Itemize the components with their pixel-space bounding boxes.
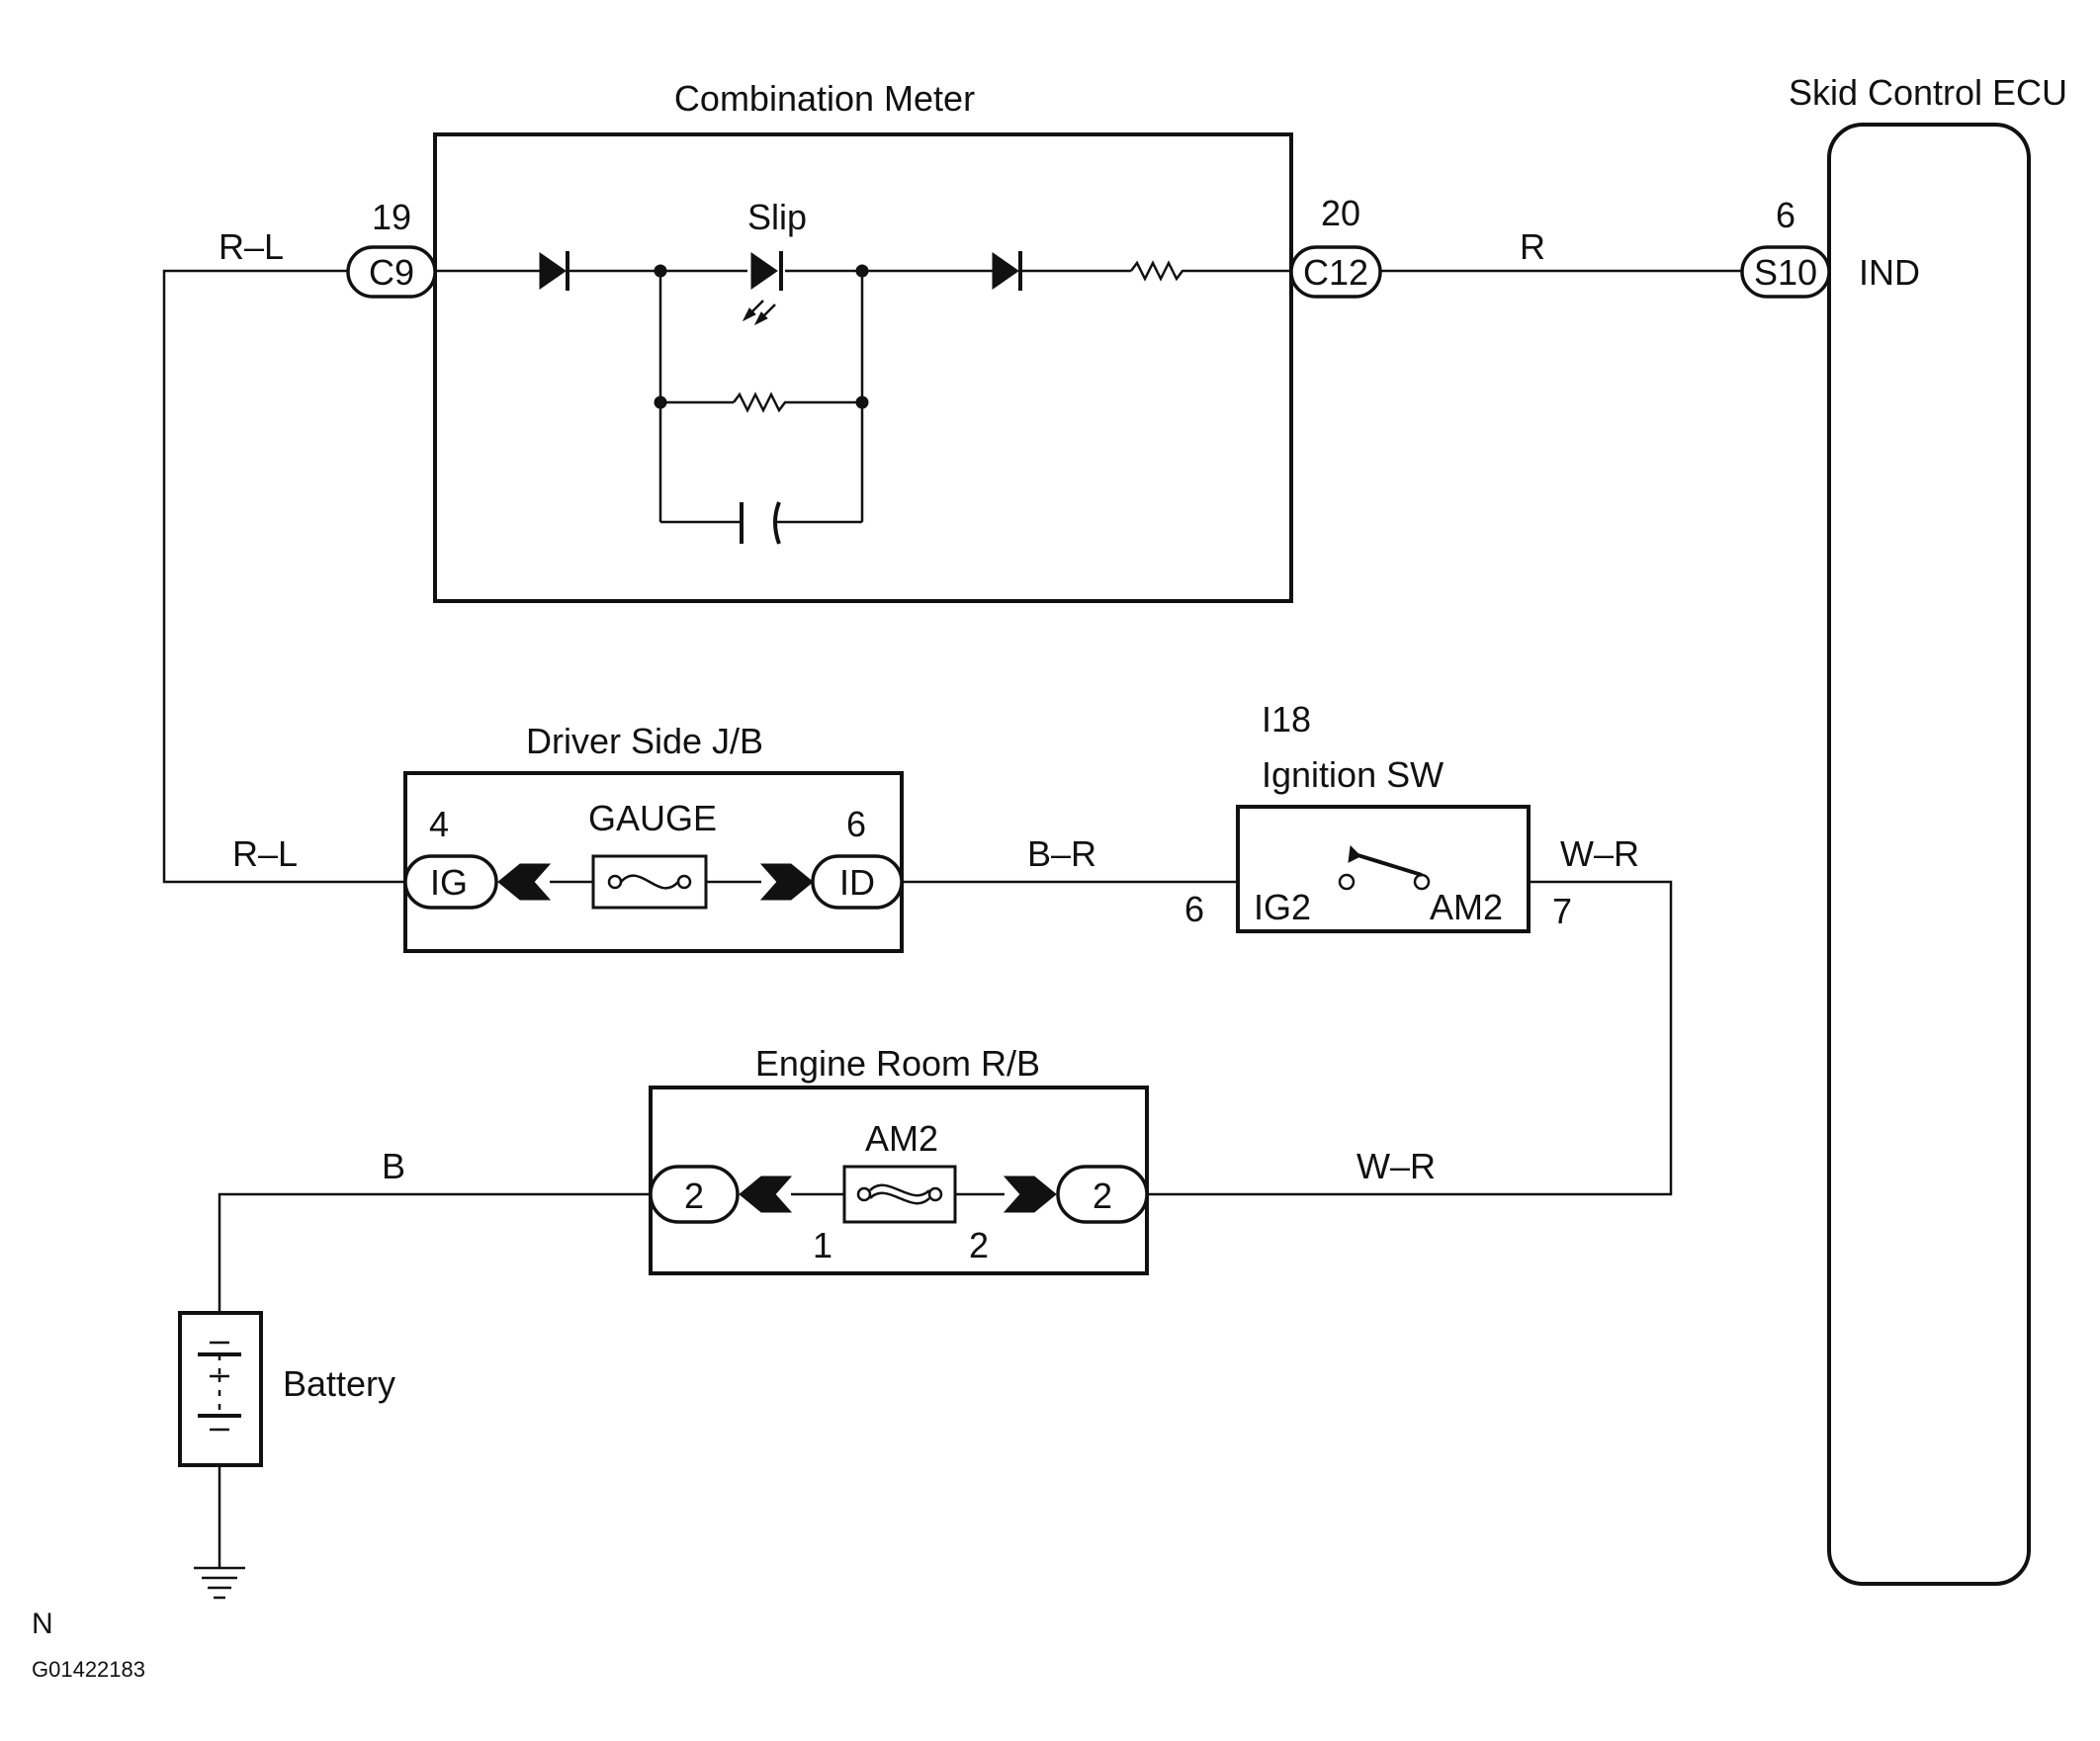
am2-pin-label: 7 <box>1552 891 1572 931</box>
footer-code: G01422183 <box>32 1657 145 1682</box>
combination-meter-box <box>433 132 1293 603</box>
ignition-switch-title: Ignition SW <box>1262 754 1444 795</box>
connector-rb-right: 2 2 <box>969 1165 1149 1265</box>
connector-ig: IG 4 <box>403 804 552 910</box>
diode-icon <box>992 251 1022 291</box>
connector-arrow-icon <box>497 863 552 901</box>
engine-room-rb-title: Engine Room R/B <box>755 1043 1040 1084</box>
combination-meter-title: Combination Meter <box>674 78 975 119</box>
wires <box>162 269 1760 1568</box>
ignition-switch-code: I18 <box>1262 699 1311 740</box>
parallel-network <box>654 264 869 545</box>
skid-control-ecu-box <box>1827 123 2031 1586</box>
svg-text:6: 6 <box>1776 195 1795 235</box>
am2-fusible-link-icon <box>842 1165 957 1224</box>
svg-text:2: 2 <box>969 1225 989 1265</box>
wire-labels: R–L R R–L B–R W–R B W–R <box>219 226 1639 1186</box>
battery: Battery <box>178 1311 395 1467</box>
wire-label-w-r-sw: W–R <box>1560 833 1639 874</box>
am2-terminal-label: AM2 <box>1430 887 1503 927</box>
resistor-icon <box>1130 260 1188 282</box>
driver-side-jb: Driver Side J/B IG 4 GAUGE ID 6 <box>403 721 904 953</box>
resistor-icon <box>733 392 791 413</box>
connector-arrow-icon <box>1003 1175 1057 1213</box>
switch-contact-icon <box>1338 844 1431 891</box>
wire-label-w-r-rb: W–R <box>1356 1146 1436 1186</box>
skid-control-ecu-title: Skid Control ECU <box>1789 72 2067 113</box>
engine-room-rb-box <box>649 1086 1149 1275</box>
wire-label-r-l-top: R–L <box>219 226 284 267</box>
connector-arrow-icon <box>739 1175 793 1213</box>
am2-fuse-label: AM2 <box>865 1118 938 1159</box>
svg-text:S10: S10 <box>1754 252 1817 293</box>
svg-text:IG: IG <box>430 862 468 903</box>
ig2-pin-label: 6 <box>1184 889 1204 929</box>
ind-terminal-label: IND <box>1859 252 1920 293</box>
svg-text:6: 6 <box>846 804 866 844</box>
svg-text:19: 19 <box>372 197 411 237</box>
wire-label-b: B <box>382 1146 405 1186</box>
driver-side-jb-box <box>403 771 904 953</box>
wire-label-r-l-jb: R–L <box>232 833 298 874</box>
gauge-fuse-icon <box>591 854 708 910</box>
wire-label-b-r: B–R <box>1027 833 1096 874</box>
connector-c12: C12 20 <box>1289 193 1382 299</box>
wire-w-r <box>1147 880 1673 1196</box>
connector-arrow-icon <box>759 863 814 901</box>
wire-label-r: R <box>1520 226 1545 267</box>
engine-room-rb: Engine Room R/B 2 1 AM2 2 2 <box>649 1043 1149 1275</box>
connector-id: ID 6 <box>759 804 904 910</box>
diode-icon <box>539 251 569 291</box>
battery-label: Battery <box>283 1363 395 1404</box>
ignition-switch-box <box>1236 805 1531 933</box>
connector-c9: C9 19 <box>346 197 437 299</box>
wire-r-l <box>162 269 405 884</box>
footer-letter: N <box>32 1608 53 1640</box>
svg-text:1: 1 <box>813 1225 832 1265</box>
slip-label: Slip <box>747 197 807 237</box>
ignition-switch: I18 Ignition SW IG2 AM2 6 7 <box>1184 699 1572 933</box>
connector-rb-left: 2 1 <box>649 1165 832 1265</box>
svg-text:2: 2 <box>684 1175 704 1216</box>
combination-meter: Combination Meter Slip <box>346 78 1382 603</box>
svg-text:C12: C12 <box>1303 252 1368 293</box>
capacitor-icon <box>773 501 781 545</box>
svg-text:2: 2 <box>1093 1175 1112 1216</box>
skid-control-ecu: Skid Control ECU S10 6 IND <box>1740 72 2067 1586</box>
connector-s10: S10 6 <box>1740 195 1831 299</box>
ground-icon <box>194 1566 245 1600</box>
svg-text:20: 20 <box>1321 193 1360 233</box>
battery-icon <box>198 1341 241 1432</box>
driver-side-jb-title: Driver Side J/B <box>526 721 763 761</box>
svg-text:C9: C9 <box>369 252 414 293</box>
svg-text:4: 4 <box>429 804 449 844</box>
ig2-terminal-label: IG2 <box>1254 887 1311 927</box>
svg-text:ID: ID <box>839 862 875 903</box>
battery-box <box>178 1311 263 1467</box>
gauge-fuse-label: GAUGE <box>588 798 717 838</box>
slip-led-icon <box>742 251 783 326</box>
wire-b <box>218 1192 656 1313</box>
